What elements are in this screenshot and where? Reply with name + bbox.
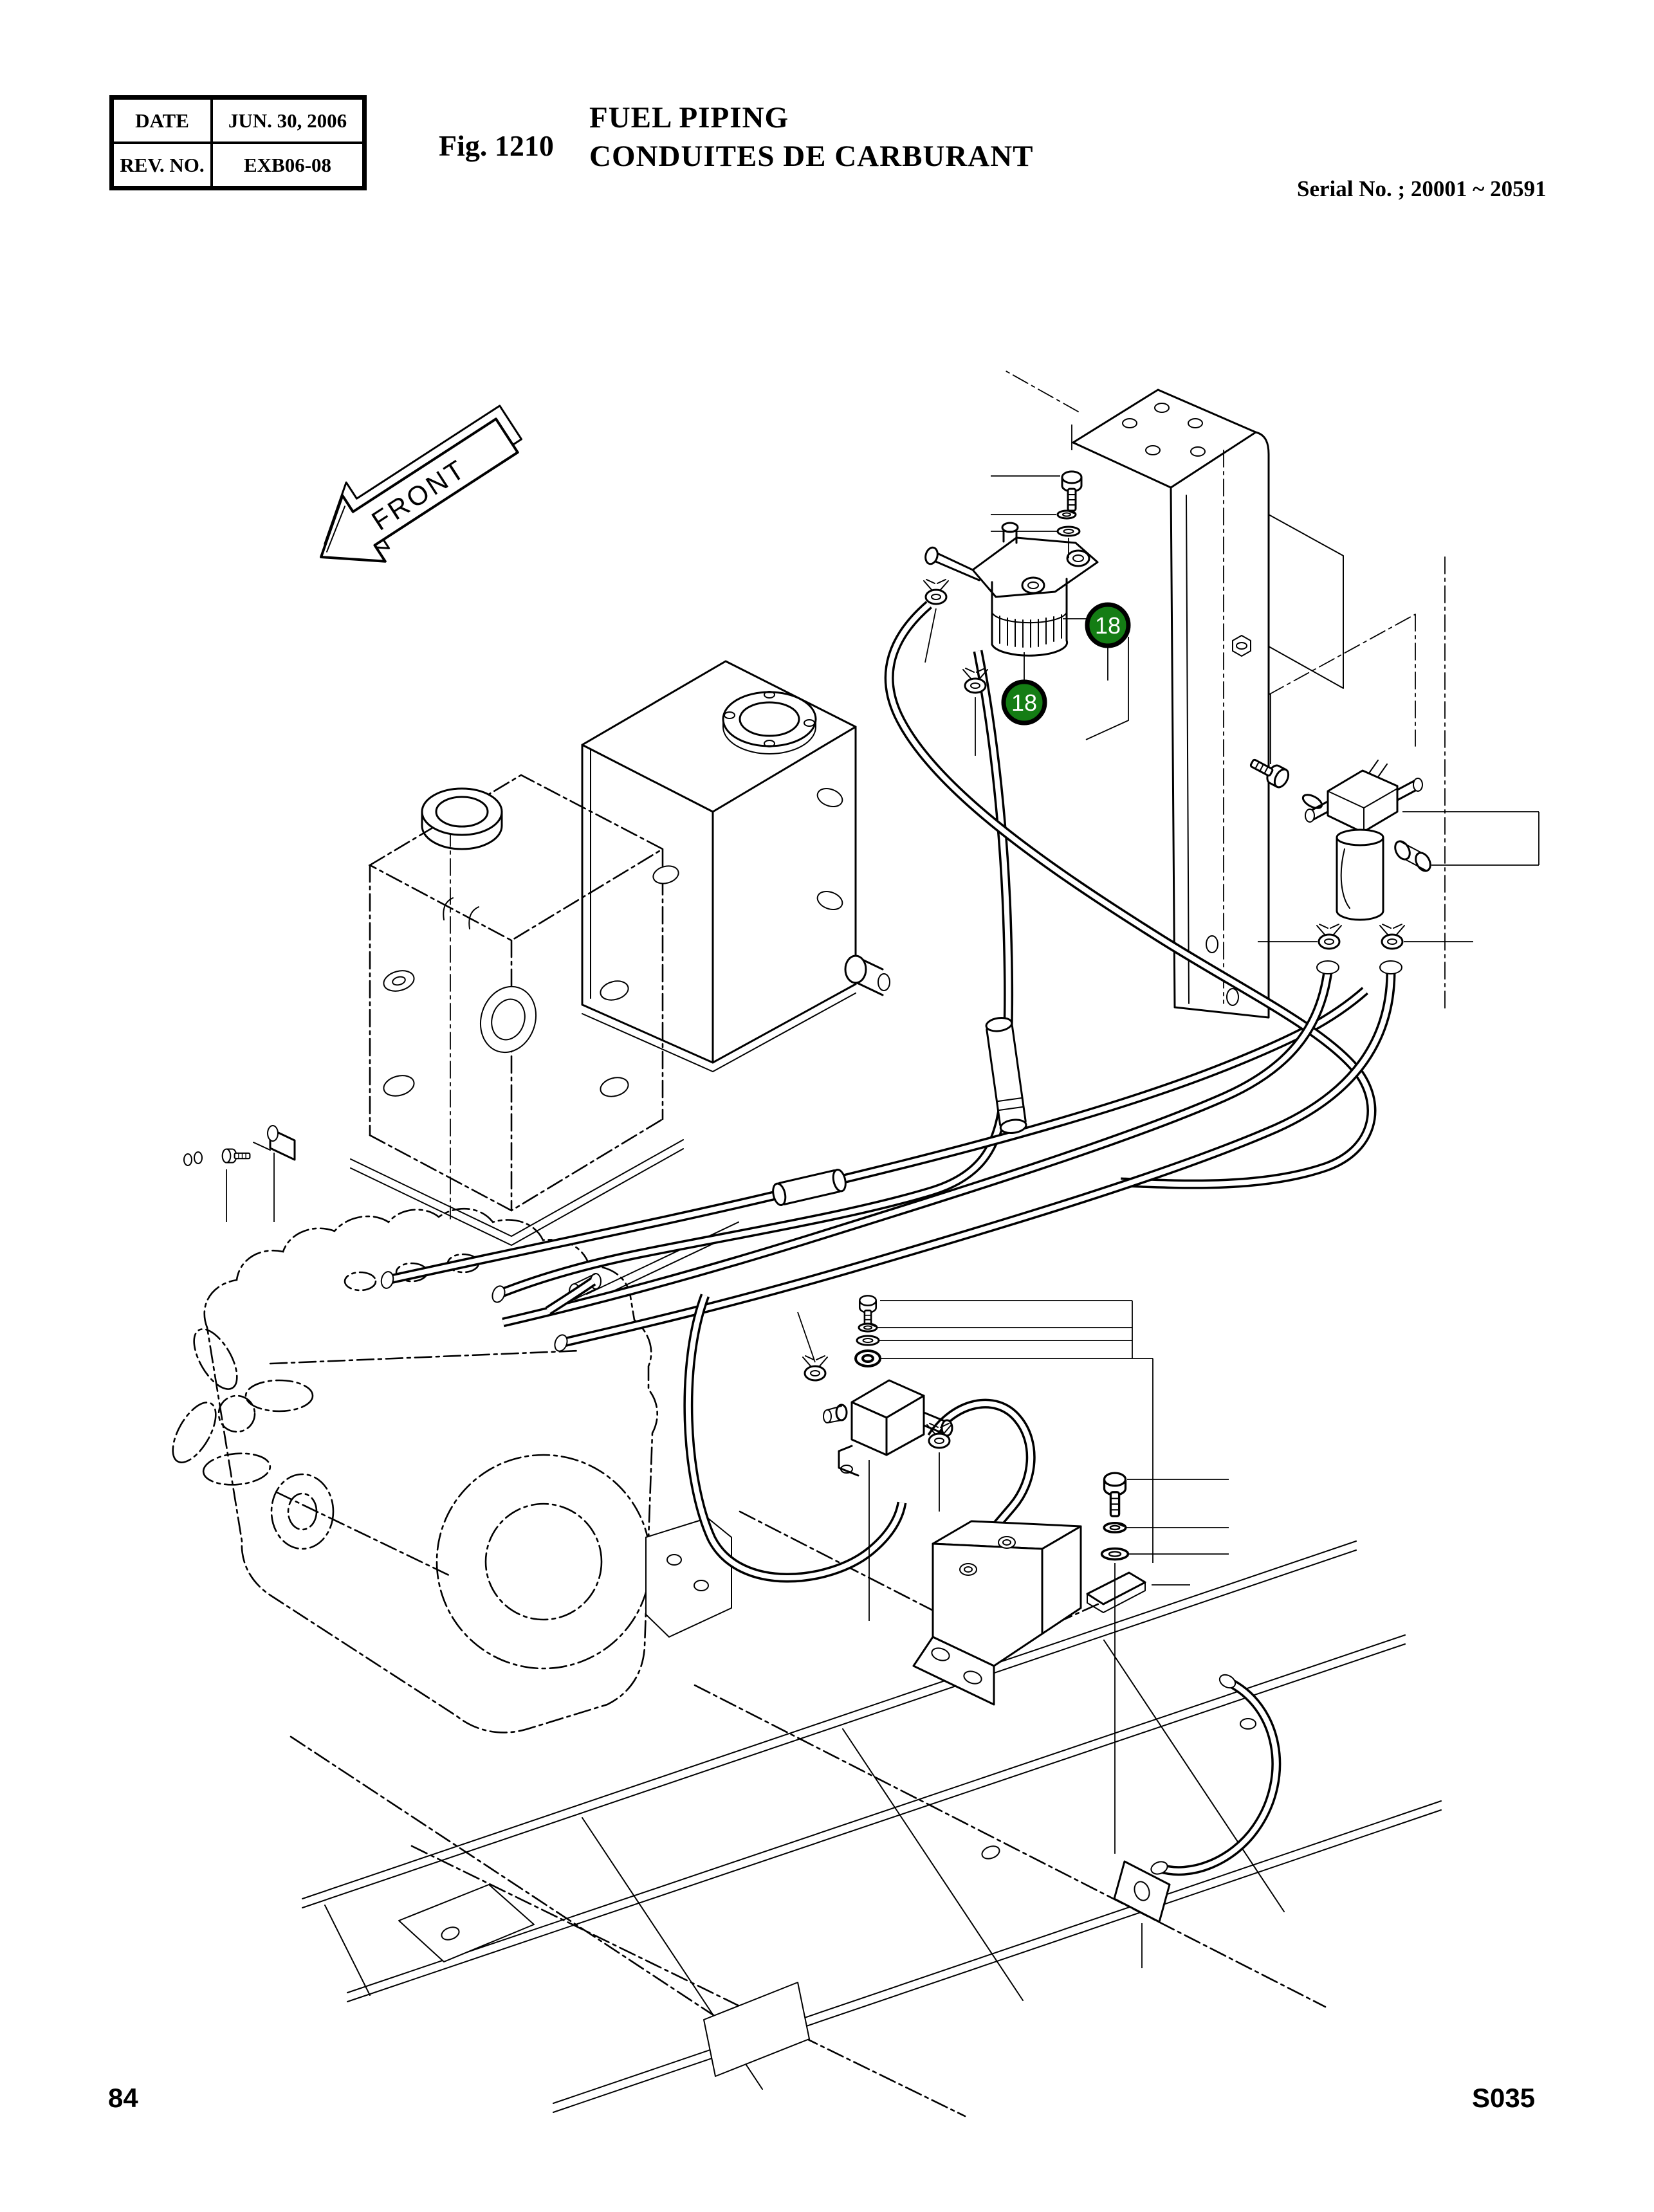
pump-bracket (912, 1520, 1190, 1706)
fuel-hoses (380, 605, 1391, 1876)
page-title-french: CONDUITES DE CARBURANT (589, 140, 1034, 173)
figure-number: Fig. 1210 (439, 129, 554, 162)
mounting-plate (1004, 370, 1446, 1019)
washer-icon (1100, 1547, 1130, 1561)
fuel-pump (797, 1295, 1153, 1621)
bolt-icon (221, 1148, 251, 1164)
frame-clamp-hardware (1100, 1472, 1229, 1968)
callout-number: 18 (1095, 612, 1121, 639)
lock-washer-icon (1056, 509, 1077, 520)
front-direction-arrow: FRONT (320, 405, 523, 563)
hose-clamp-icon (802, 1355, 829, 1382)
hose-connector (985, 1016, 1027, 1135)
hose-connector (772, 1169, 847, 1206)
date-label: DATE (110, 96, 213, 144)
bolt-icon (1103, 1472, 1127, 1517)
callout-18-lower: 18 (1001, 679, 1047, 726)
callout-leaders (1024, 618, 1129, 740)
date-value: JUN. 30, 2006 (210, 96, 366, 144)
callout-circle (1085, 602, 1131, 648)
fuel-tank-right (581, 660, 890, 1072)
page-title: FUEL PIPING (589, 101, 789, 134)
grommet-icon (854, 1349, 881, 1367)
lock-washer-icon (858, 1322, 878, 1333)
rev-no-label: REV. NO. (110, 142, 213, 190)
hose-clamp-icon (1316, 923, 1343, 950)
lock-washer-icon (1103, 1522, 1127, 1533)
callout-number: 18 (1011, 690, 1037, 716)
table-row: REV. NO. EXB06-08 (110, 142, 366, 190)
washer-icon (1056, 526, 1081, 537)
serial-number-note: Serial No. ; 20001 ~ 20591 (1297, 176, 1547, 201)
document-code: S035 (1472, 2083, 1536, 2113)
page-number: 84 (108, 2083, 138, 2113)
hose-clamp-icon (923, 578, 950, 605)
rev-no-value: EXB06-08 (210, 142, 366, 190)
callout-circle (1001, 679, 1047, 726)
hose-clamp-icon (1379, 923, 1406, 950)
chassis-frame (289, 1510, 1442, 2117)
callout-18-upper: 18 (1085, 602, 1131, 648)
table-row: DATE JUN. 30, 2006 (110, 96, 366, 144)
bolt-icon (1061, 470, 1083, 512)
fuel-filter-water-separator (923, 425, 1099, 756)
washer-icon (856, 1335, 880, 1346)
revision-table: DATE JUN. 30, 2006 REV. NO. EXB06-08 (109, 95, 367, 190)
fuel-filter-right (1246, 693, 1539, 974)
fuel-tank-left (183, 774, 684, 1246)
